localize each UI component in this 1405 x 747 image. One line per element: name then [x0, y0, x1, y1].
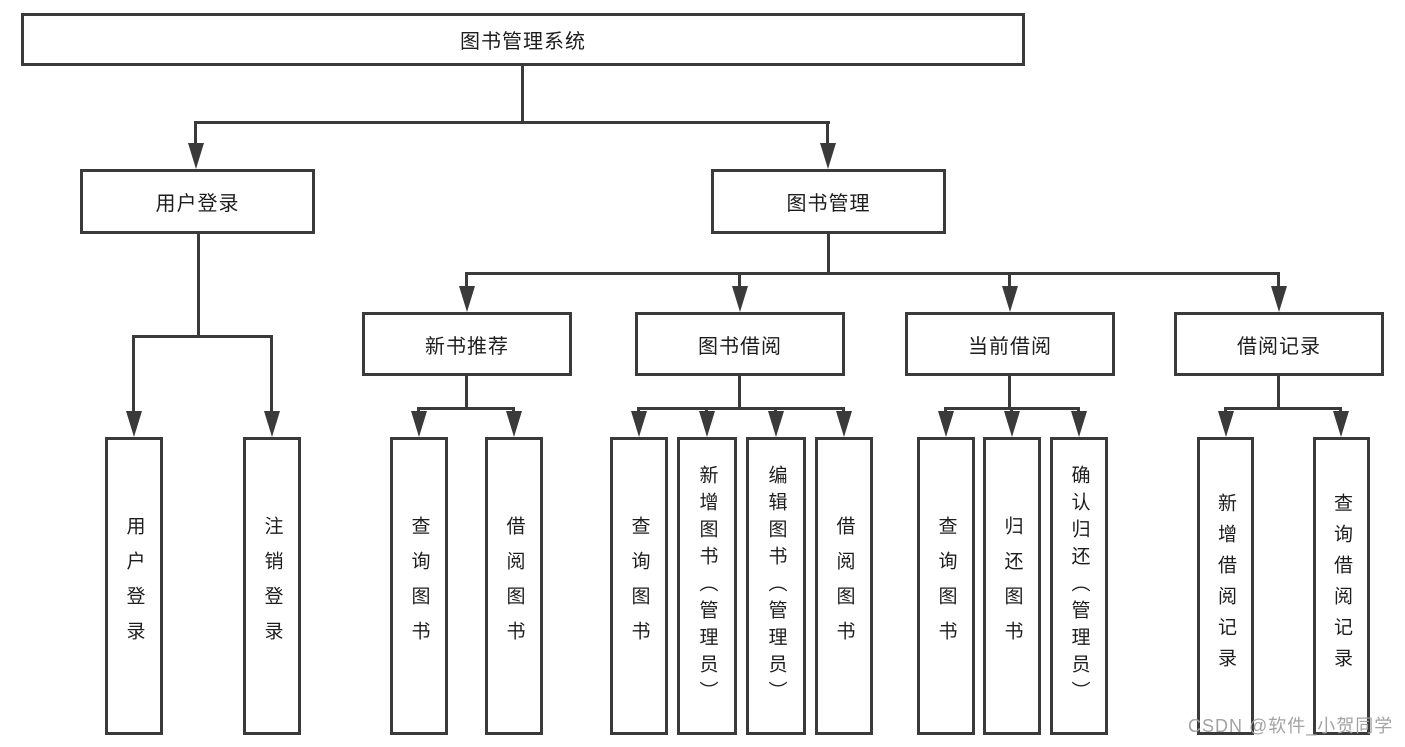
- connector-to-book-borrow: [738, 272, 741, 288]
- connector-newbook-stem: [465, 376, 468, 407]
- leaf-borrow-books-recommend: 借阅图书: [485, 437, 543, 735]
- connector-mgmt-branch: [467, 272, 1280, 275]
- leaf-borrow-books: 借阅图书: [815, 437, 873, 735]
- node-new-book-recommend: 新书推荐: [362, 312, 572, 376]
- arrowhead-new-book: [459, 286, 475, 312]
- node-current-borrow: 当前借阅: [905, 312, 1115, 376]
- leaf-query-books-borrow-label: 查询图书: [628, 516, 650, 656]
- node-borrow-records: 借阅记录: [1174, 312, 1384, 376]
- leaf-borrow-books-recommend-label: 借阅图书: [503, 516, 525, 656]
- arrowhead-logout-leaf: [264, 411, 280, 437]
- leaf-user-login: 用户登录: [105, 437, 163, 735]
- connector-to-new-book: [465, 272, 468, 288]
- node-current-borrow-label: 当前借阅: [968, 335, 1052, 358]
- leaf-add-borrow-record-label: 新增借阅记录: [1215, 493, 1236, 679]
- node-user-login-label: 用户登录: [155, 193, 240, 215]
- connector-current-stem: [1008, 376, 1011, 407]
- connector-root-stem: [521, 66, 524, 121]
- arrowhead-records: [1271, 286, 1287, 312]
- leaf-logout: 注销登录: [243, 437, 301, 735]
- node-new-book-recommend-label: 新书推荐: [425, 335, 509, 358]
- arrowhead-leaf: [1218, 411, 1234, 437]
- connector-to-records: [1277, 272, 1280, 288]
- connector-to-current: [1008, 272, 1011, 288]
- connector-to-user-login: [194, 121, 197, 145]
- arrowhead-leaf: [836, 411, 852, 437]
- arrowhead-leaf: [699, 411, 715, 437]
- node-borrow-records-label: 借阅记录: [1237, 335, 1321, 358]
- leaf-query-books-recommend: 查询图书: [390, 437, 448, 735]
- leaf-query-borrow-record: 查询借阅记录: [1313, 437, 1370, 735]
- csdn-watermark: CSDN @软件_小贺同学: [1188, 716, 1394, 736]
- leaf-confirm-return-admin-label: 确认归还（管理员）: [1068, 464, 1090, 708]
- connector-borrow-branch: [639, 407, 844, 410]
- connector-root-branch: [196, 121, 830, 124]
- connector-borrow-stem: [738, 376, 741, 407]
- arrowhead-leaf: [411, 411, 427, 437]
- leaf-edit-book-admin: 编辑图书（管理员）: [746, 437, 806, 735]
- node-book-borrow-label: 图书借阅: [698, 335, 782, 358]
- leaf-query-books-current-label: 查询图书: [935, 516, 957, 656]
- arrowhead-leaf: [1071, 411, 1087, 437]
- leaf-add-book-admin: 新增图书（管理员）: [677, 437, 737, 735]
- node-user-login: 用户登录: [80, 169, 315, 234]
- leaf-query-books-borrow: 查询图书: [610, 437, 668, 735]
- leaf-confirm-return-admin: 确认归还（管理员）: [1050, 437, 1108, 735]
- node-library-system-label: 图书管理系统: [460, 31, 586, 53]
- connector-login-branch: [134, 335, 272, 338]
- leaf-query-borrow-record-label: 查询借阅记录: [1331, 493, 1352, 679]
- leaf-query-books-recommend-label: 查询图书: [408, 516, 430, 656]
- leaf-edit-book-admin-label: 编辑图书（管理员）: [765, 464, 787, 708]
- node-library-system: 图书管理系统: [21, 13, 1025, 66]
- node-book-borrow: 图书借阅: [635, 312, 845, 376]
- arrowhead-leaf: [506, 411, 522, 437]
- arrowhead-user-login: [188, 143, 204, 169]
- arrowhead-leaf: [938, 411, 954, 437]
- arrowhead-current: [1002, 286, 1018, 312]
- connector-records-branch: [1226, 407, 1341, 410]
- connector-to-logout-leaf: [270, 335, 273, 413]
- arrowhead-leaf: [631, 411, 647, 437]
- leaf-user-login-label: 用户登录: [123, 516, 145, 656]
- leaf-return-books-label: 归还图书: [1001, 516, 1023, 656]
- arrowhead-book-borrow: [732, 286, 748, 312]
- leaf-borrow-books-label: 借阅图书: [833, 516, 855, 656]
- connector-newbook-branch: [419, 407, 514, 410]
- leaf-add-borrow-record: 新增借阅记录: [1197, 437, 1254, 735]
- connector-to-book-mgmt: [826, 121, 829, 145]
- arrowhead-book-mgmt: [820, 143, 836, 169]
- connector-records-stem: [1277, 376, 1280, 407]
- arrowhead-login-leaf: [126, 411, 142, 437]
- arrowhead-leaf: [1004, 411, 1020, 437]
- leaf-add-book-admin-label: 新增图书（管理员）: [696, 464, 718, 708]
- leaf-query-books-current: 查询图书: [917, 437, 975, 735]
- arrowhead-leaf: [1333, 411, 1349, 437]
- node-book-management: 图书管理: [711, 169, 946, 234]
- arrowhead-leaf: [768, 411, 784, 437]
- node-book-management-label: 图书管理: [786, 193, 871, 215]
- connector-to-login-leaf: [132, 335, 135, 413]
- connector-login-stem: [197, 234, 200, 335]
- leaf-return-books: 归还图书: [983, 437, 1041, 735]
- leaf-logout-label: 注销登录: [261, 516, 283, 656]
- connector-mgmt-stem: [827, 234, 830, 272]
